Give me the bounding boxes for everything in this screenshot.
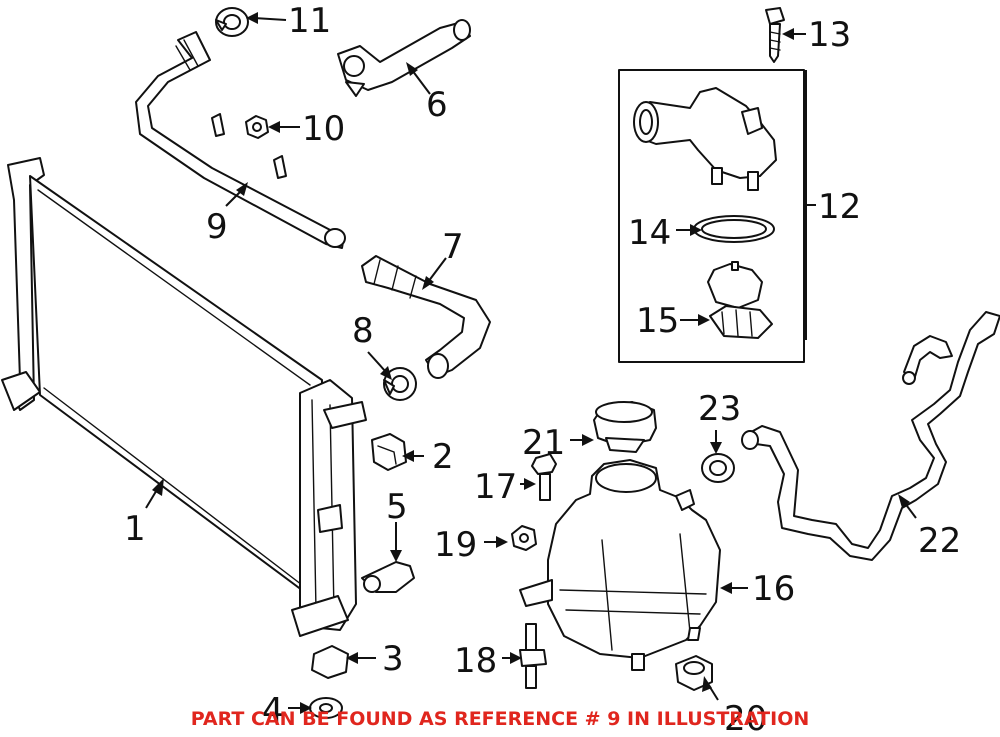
callout-7: 7 xyxy=(442,227,464,267)
leader-lines xyxy=(145,12,917,714)
bolt-13 xyxy=(765,7,785,63)
callout-15: 15 xyxy=(636,301,679,341)
callout-2: 2 xyxy=(432,437,454,477)
callout-12: 12 xyxy=(818,187,861,227)
reservoir-cap xyxy=(593,401,657,453)
callout-23: 23 xyxy=(698,389,741,429)
callout-10: 10 xyxy=(302,109,345,149)
bracket-2 xyxy=(371,433,407,471)
grommet-20 xyxy=(675,655,713,691)
overflow-hose xyxy=(741,311,1000,561)
callout-20: 20 xyxy=(724,699,767,737)
callout-4: 4 xyxy=(262,691,284,731)
nut-10 xyxy=(245,115,269,139)
callout-18: 18 xyxy=(454,641,497,681)
callout-13: 13 xyxy=(808,15,851,55)
reference-note: PART CAN BE FOUND AS REFERENCE # 9 IN IL… xyxy=(191,708,810,730)
callout-21: 21 xyxy=(522,423,565,463)
thermostat-assembly-box xyxy=(618,69,805,363)
callout-22: 22 xyxy=(918,521,961,561)
hose-clamp-8 xyxy=(383,367,417,401)
callout-16: 16 xyxy=(752,569,795,609)
drain-plug-5 xyxy=(361,561,415,593)
radiator xyxy=(1,157,367,637)
callout-labels: 1 2 3 4 5 6 7 8 9 10 11 12 13 14 15 16 1… xyxy=(124,1,961,737)
hose-clamp-11 xyxy=(215,7,249,37)
coolant-reservoir xyxy=(519,459,721,671)
stud-18 xyxy=(519,623,547,689)
callout-6: 6 xyxy=(426,85,448,125)
callout-19: 19 xyxy=(434,525,477,565)
callout-1: 1 xyxy=(124,509,146,549)
callout-5: 5 xyxy=(386,487,408,527)
thermostat-hose xyxy=(337,19,471,97)
callout-17: 17 xyxy=(474,467,517,507)
hose-clamp-23 xyxy=(701,453,735,483)
bolt-17 xyxy=(531,453,557,501)
callout-8: 8 xyxy=(352,311,374,351)
radiator-hose xyxy=(361,255,491,379)
callout-14: 14 xyxy=(628,213,671,253)
callout-3: 3 xyxy=(382,639,404,679)
callout-11: 11 xyxy=(288,1,331,41)
coolant-pipe xyxy=(135,31,346,249)
isolator-3 xyxy=(311,645,349,679)
callout-9: 9 xyxy=(206,207,228,247)
nut-19 xyxy=(511,525,537,551)
